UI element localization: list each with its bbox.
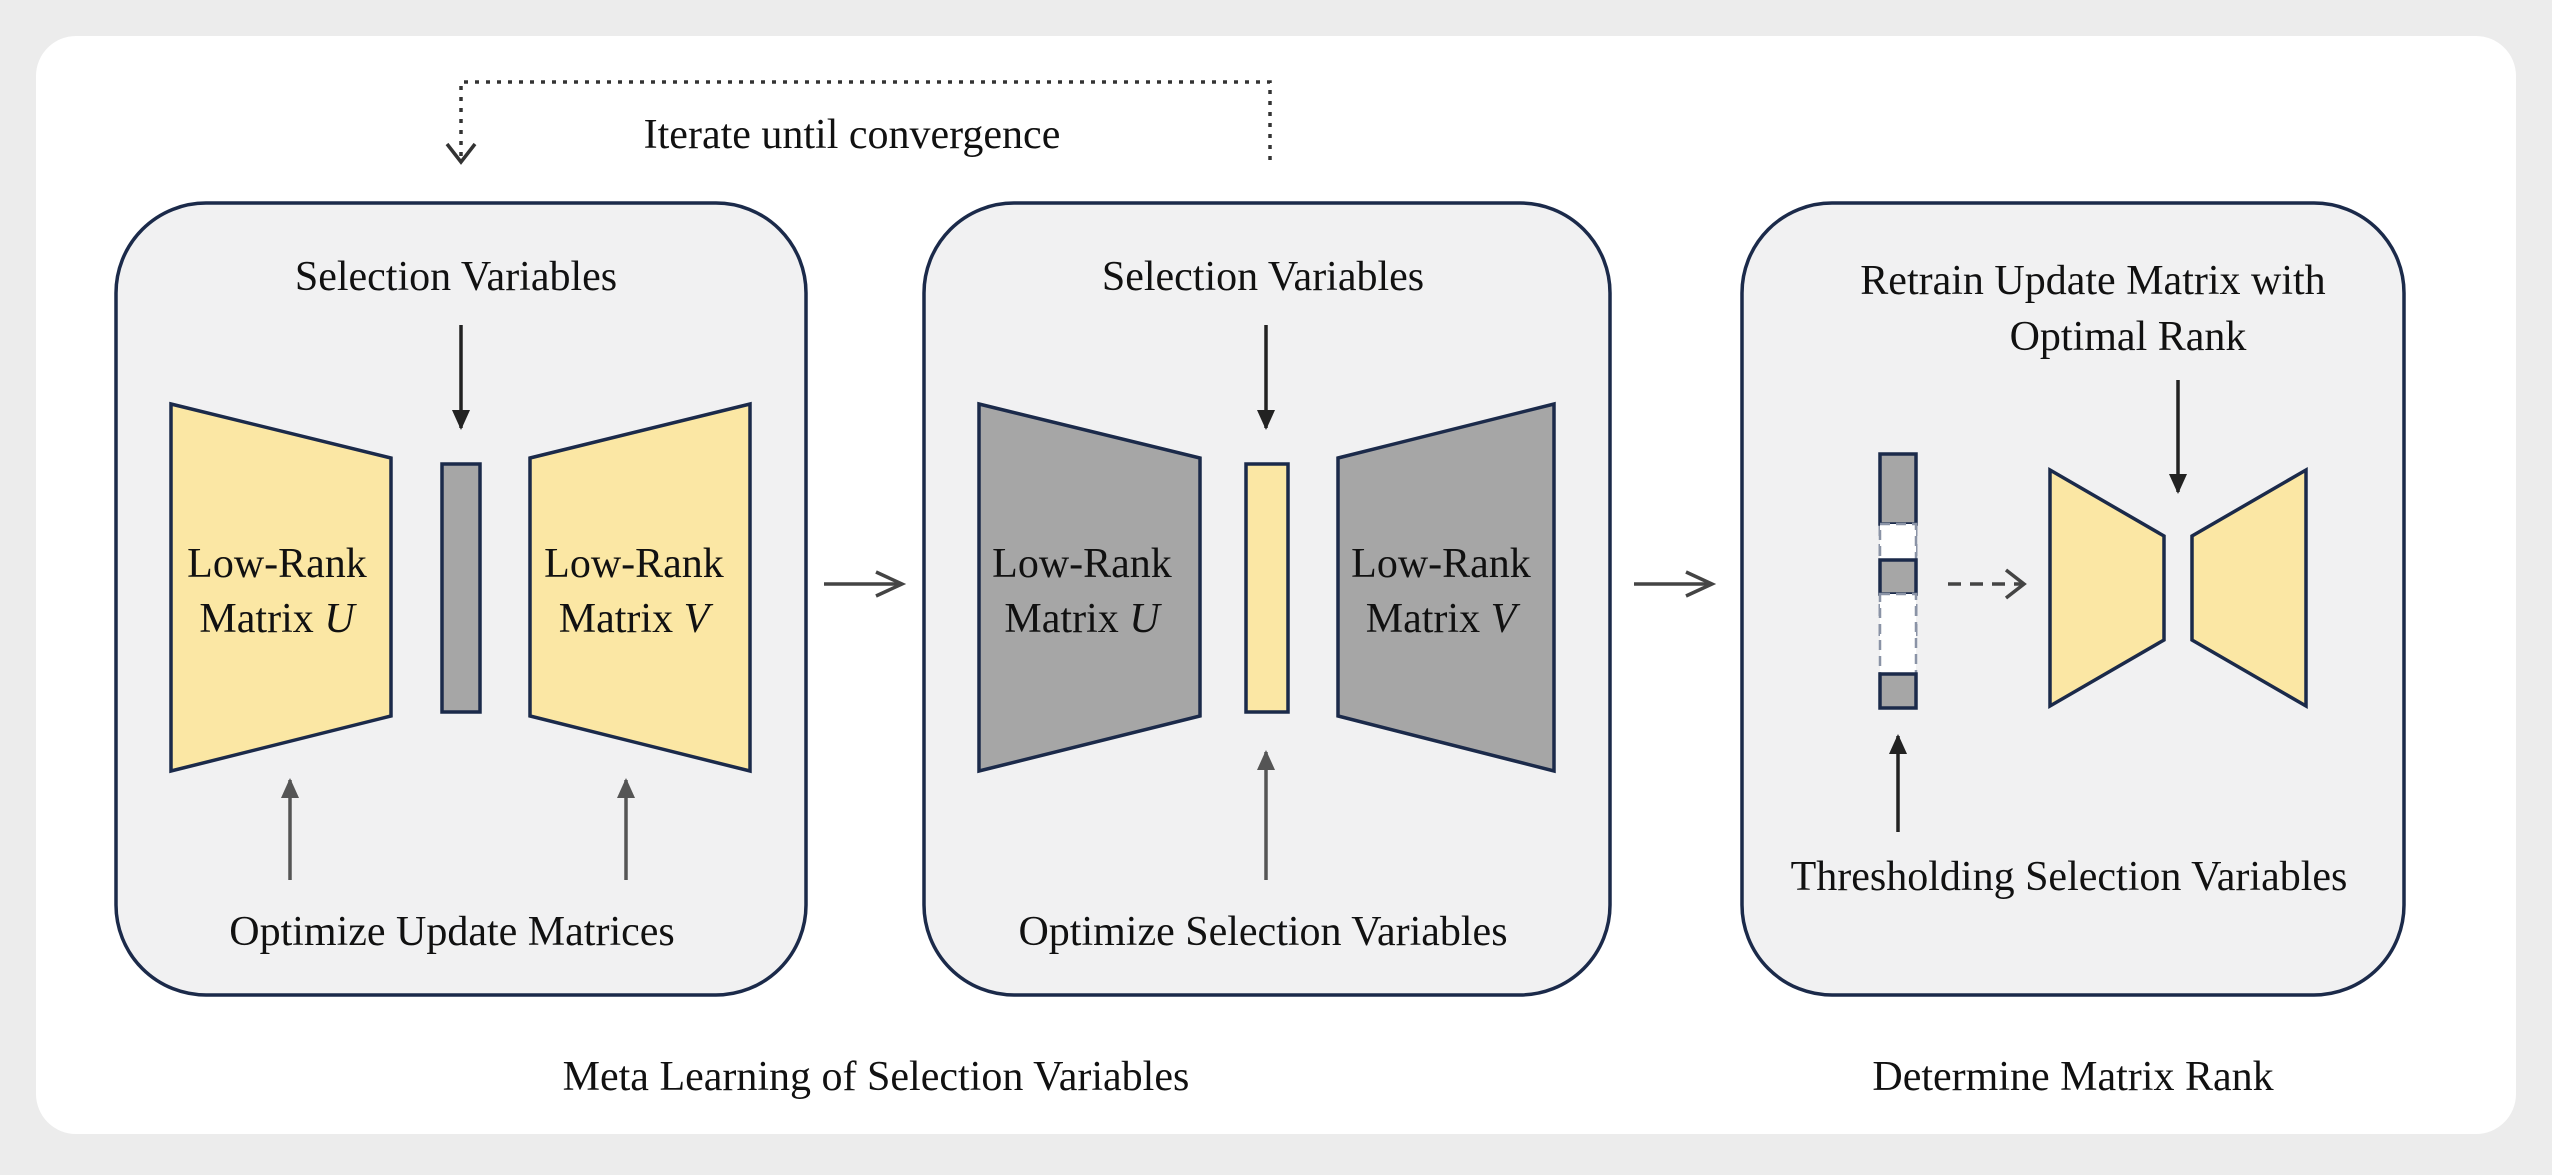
panel2-bottom-label: Optimize Selection Variables [1018,909,1507,955]
panel2-top-label: Selection Variables [1102,254,1424,300]
panel2-v-line1: Low-Rank [1351,541,1531,587]
panel1-u-line1: Low-Rank [187,541,367,587]
panel2-selection-bar [1244,462,1290,714]
panel2-v-line2: Matrix V [1366,596,1521,642]
panel3-bottom-label: Thresholding Selection Variables [1791,854,2348,900]
panel1-matrix-u [169,401,393,774]
panel3-top-line2: Optimal Rank [2010,314,2247,360]
loop-connector [459,80,1272,160]
panel3-kept-segment-2 [1878,558,1918,596]
panel3-dropped-segment-1 [1878,522,1918,562]
panel3-kept-segment-3 [1878,672,1918,710]
panel3-matrix-u [2048,466,2166,710]
caption-meta-learning: Meta Learning of Selection Variables [563,1054,1190,1100]
panel3-top-line1: Retrain Update Matrix with [1860,258,2325,304]
panel2-matrix-v [1336,401,1556,774]
panel2-u-line1: Low-Rank [992,541,1172,587]
loop-arrowhead [445,142,477,165]
panel1-v-line1: Low-Rank [544,541,724,587]
panel1-matrix-v [528,401,752,774]
panel1-v-line2: Matrix V [559,596,714,642]
panel2-u-line2: Matrix U [1004,596,1162,642]
caption-determine-rank: Determine Matrix Rank [1872,1054,2273,1100]
panel3-kept-segment-1 [1878,452,1918,526]
loop-label: Iterate until convergence [644,112,1061,158]
panel3-dropped-segment-2 [1878,592,1918,676]
panel1-u-line2: Matrix U [199,596,357,642]
panel3-matrix-v [2190,466,2308,710]
panel1-selection-bar [440,462,482,714]
panel2-matrix-u [977,401,1202,774]
panel1-top-label: Selection Variables [295,254,617,300]
panel3-dashed-arrowhead [2004,568,2027,600]
panel1-bottom-label: Optimize Update Matrices [229,909,675,955]
